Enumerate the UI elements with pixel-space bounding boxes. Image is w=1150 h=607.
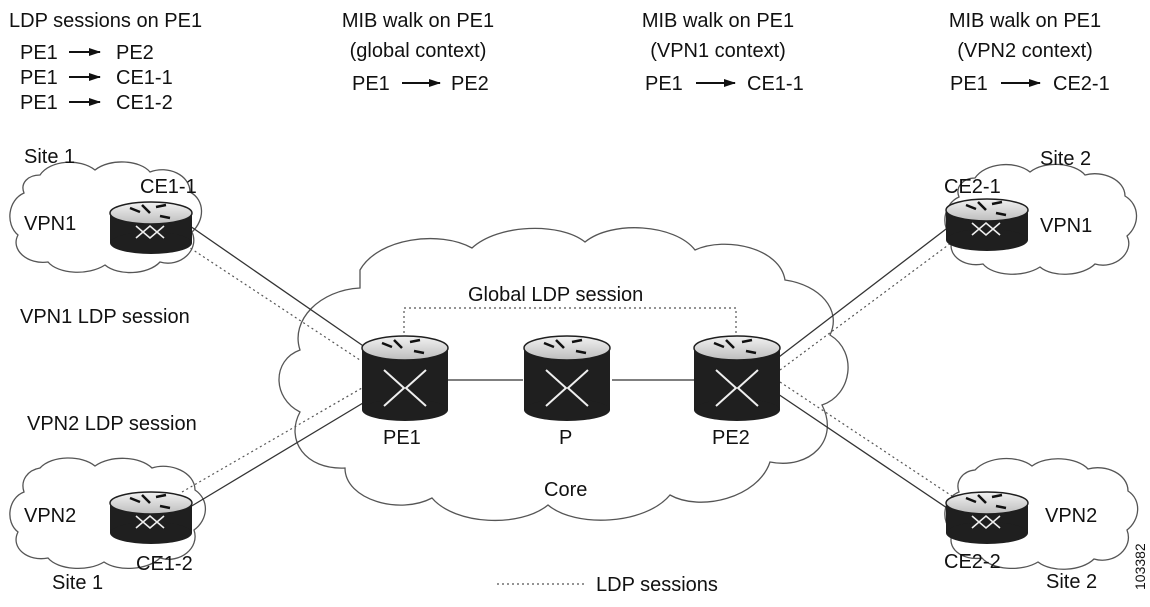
router-ce12-icon bbox=[109, 491, 193, 544]
router-ce11-icon bbox=[109, 201, 193, 254]
router-label-p: P bbox=[559, 427, 572, 449]
legend: LDP sessions bbox=[497, 574, 718, 596]
router-label-ce21: CE2-1 bbox=[944, 176, 1001, 198]
vpn-label-site2-top: VPN1 bbox=[1040, 215, 1092, 237]
session-label-vpn1: VPN1 LDP session bbox=[20, 306, 190, 328]
session-from: PE1 bbox=[20, 42, 58, 64]
session-to: PE2 bbox=[451, 73, 489, 95]
link-pe2-ce22 bbox=[774, 391, 951, 511]
router-ce22-icon bbox=[945, 491, 1029, 544]
ldp-session-lines bbox=[177, 239, 956, 499]
vpn-label-site2-bottom: VPN2 bbox=[1045, 505, 1097, 527]
header-group-ldp-sessions: LDP sessions on PE1 PE1 PE2 PE1 CE1-1 PE… bbox=[9, 10, 202, 114]
session-from: PE1 bbox=[20, 92, 58, 114]
header-group-mib-vpn2: MIB walk on PE1 (VPN2 context) PE1 CE2-1 bbox=[949, 10, 1110, 95]
header-group-mib-global: MIB walk on PE1 (global context) PE1 PE2 bbox=[342, 10, 494, 95]
session-from: PE1 bbox=[950, 73, 988, 95]
session-from: PE1 bbox=[645, 73, 683, 95]
session-from: PE1 bbox=[20, 67, 58, 89]
router-p-icon bbox=[523, 335, 611, 421]
router-pe1-icon bbox=[361, 335, 449, 421]
site-label-site2-top: Site 2 bbox=[1040, 148, 1091, 170]
header-title: LDP sessions on PE1 bbox=[9, 10, 202, 32]
session-label-global: Global LDP session bbox=[468, 284, 643, 306]
ldp-session-ce21-line bbox=[779, 239, 956, 371]
vpn-label-site1-bottom: VPN2 bbox=[24, 505, 76, 527]
session-to: CE1-1 bbox=[747, 73, 804, 95]
router-label-pe1: PE1 bbox=[383, 427, 421, 449]
header-title: MIB walk on PE1 bbox=[949, 10, 1101, 32]
header-group-mib-vpn1: MIB walk on PE1 (VPN1 context) PE1 CE1-1 bbox=[642, 10, 804, 95]
session-to: PE2 bbox=[116, 42, 154, 64]
session-to: CE1-1 bbox=[116, 67, 173, 89]
header-context: (VPN2 context) bbox=[957, 40, 1093, 62]
site-label-site1-bottom: Site 1 bbox=[52, 572, 103, 594]
header-context: (VPN1 context) bbox=[650, 40, 786, 62]
vpn-label-site1-top: VPN1 bbox=[24, 213, 76, 235]
site-label-site2-bottom: Site 2 bbox=[1046, 571, 1097, 593]
header-context: (global context) bbox=[350, 40, 487, 62]
ldp-session-global-line bbox=[403, 307, 737, 338]
figure-id: 103382 bbox=[1132, 543, 1148, 590]
legend-label: LDP sessions bbox=[596, 574, 718, 596]
session-from: PE1 bbox=[352, 73, 390, 95]
header-title: MIB walk on PE1 bbox=[342, 10, 494, 32]
router-label-ce11: CE1-1 bbox=[140, 176, 197, 198]
header-title: MIB walk on PE1 bbox=[642, 10, 794, 32]
link-ce12-pe1 bbox=[189, 399, 369, 508]
core-label: Core bbox=[544, 479, 587, 501]
site-label-site1-top: Site 1 bbox=[24, 146, 75, 168]
ldp-session-vpn1-line bbox=[177, 239, 361, 361]
router-ce21-icon bbox=[945, 198, 1029, 251]
session-label-vpn2: VPN2 LDP session bbox=[27, 413, 197, 435]
router-pe2-icon bbox=[693, 335, 781, 421]
session-to: CE2-1 bbox=[1053, 73, 1110, 95]
link-ce11-pe1 bbox=[189, 225, 373, 353]
router-label-ce22: CE2-2 bbox=[944, 551, 1001, 573]
session-to: CE1-2 bbox=[116, 92, 173, 114]
physical-links bbox=[189, 225, 951, 511]
router-label-ce12: CE1-2 bbox=[136, 553, 193, 575]
link-pe2-ce21 bbox=[774, 225, 951, 361]
router-label-pe2: PE2 bbox=[712, 427, 750, 449]
